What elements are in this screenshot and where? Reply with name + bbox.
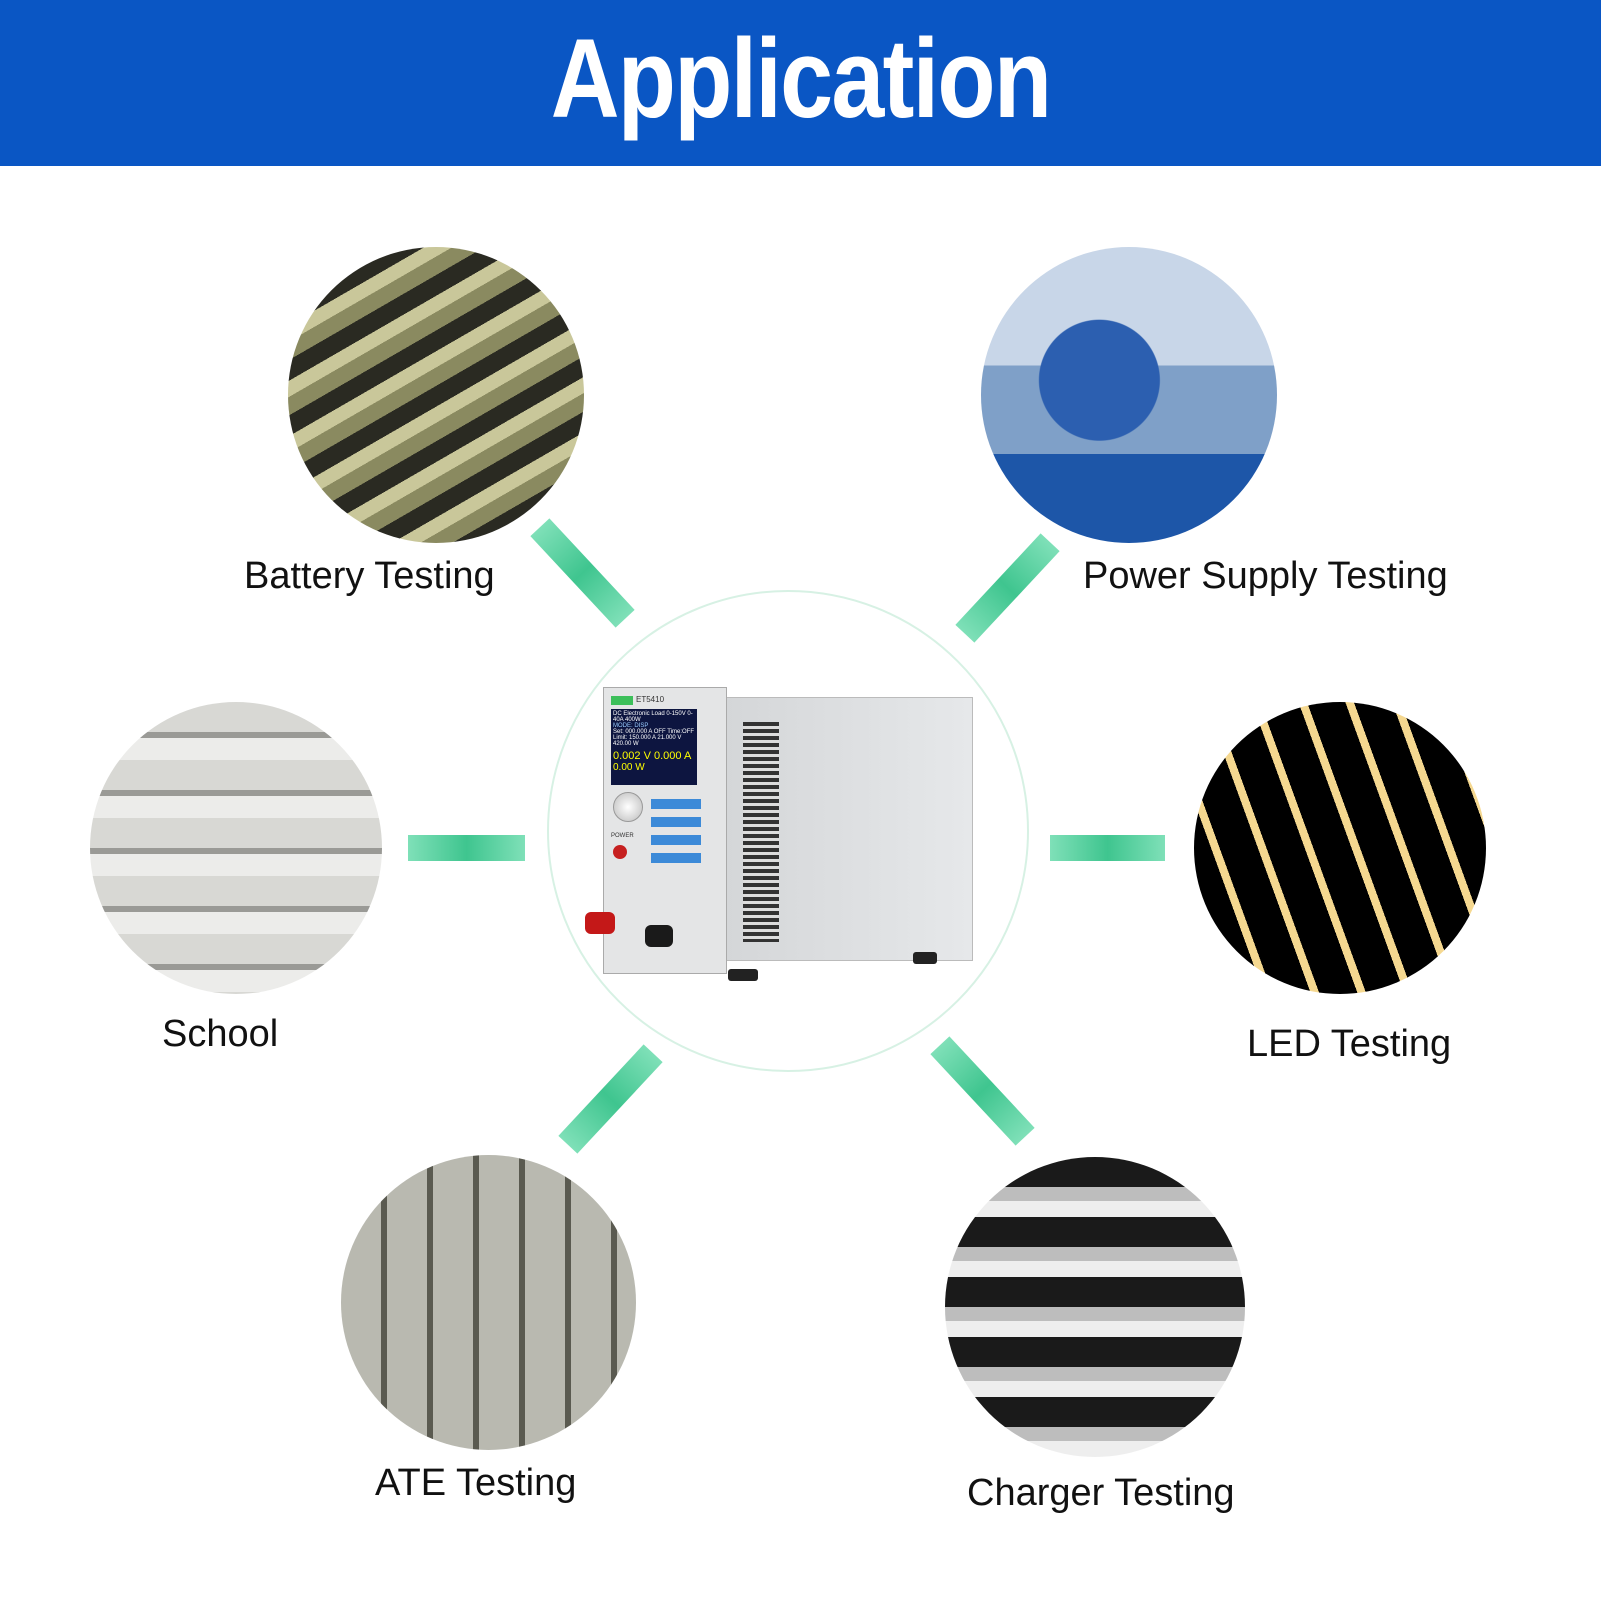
connector-ate — [558, 1044, 663, 1154]
power-readout: 0.00 W — [613, 762, 645, 773]
school-photo — [90, 702, 382, 994]
connector-battery — [530, 518, 635, 628]
brand-stripe — [611, 696, 633, 705]
label-school: School — [162, 1013, 279, 1055]
label-charger-testing: Charger Testing — [967, 1472, 1235, 1514]
page-title: Application — [550, 16, 1052, 141]
power-supply-testing-photo — [981, 247, 1277, 543]
device-screen: DC Electronic Load 0-150V 0-40A 400W MOD… — [611, 709, 697, 785]
label-led-testing: LED Testing — [1247, 1023, 1452, 1065]
screen-set: Set: 000.000 A OFF Time:OFF — [613, 729, 695, 735]
battery-testing-photo — [288, 247, 584, 543]
electronic-load-device: ET5410 DC Electronic Load 0-150V 0-40A 4… — [585, 687, 973, 987]
label-power-supply-testing: Power Supply Testing — [1083, 555, 1448, 597]
negative-terminal[interactable] — [645, 925, 673, 947]
connector-school — [408, 835, 525, 861]
power-label: POWER — [611, 833, 634, 839]
device-vent — [743, 722, 779, 942]
label-battery-testing: Battery Testing — [244, 555, 495, 597]
voltage-readout: 0.002 V — [613, 750, 651, 762]
header-banner: Application — [0, 0, 1601, 166]
charger-testing-photo — [945, 1157, 1245, 1457]
led-testing-photo — [1194, 702, 1486, 994]
ate-testing-photo — [341, 1155, 636, 1450]
positive-terminal[interactable] — [585, 912, 615, 934]
connector-power-supply — [955, 533, 1060, 643]
connector-led — [1050, 835, 1165, 861]
keypad[interactable] — [651, 799, 701, 869]
screen-limit: Limit: 150.000 A 21.000 V 420.00 W — [613, 735, 682, 747]
current-readout: 0.000 A — [653, 750, 692, 762]
power-button[interactable] — [613, 845, 627, 859]
device-foot — [913, 952, 937, 964]
model-label: ET5410 — [636, 695, 665, 704]
label-ate-testing: ATE Testing — [375, 1462, 577, 1504]
screen-mode: MODE: DISP — [613, 723, 649, 729]
screen-header: DC Electronic Load 0-150V 0-40A 400W — [613, 711, 693, 723]
device-foot — [728, 969, 758, 981]
control-knob[interactable] — [613, 792, 643, 822]
connector-charger — [930, 1036, 1035, 1146]
